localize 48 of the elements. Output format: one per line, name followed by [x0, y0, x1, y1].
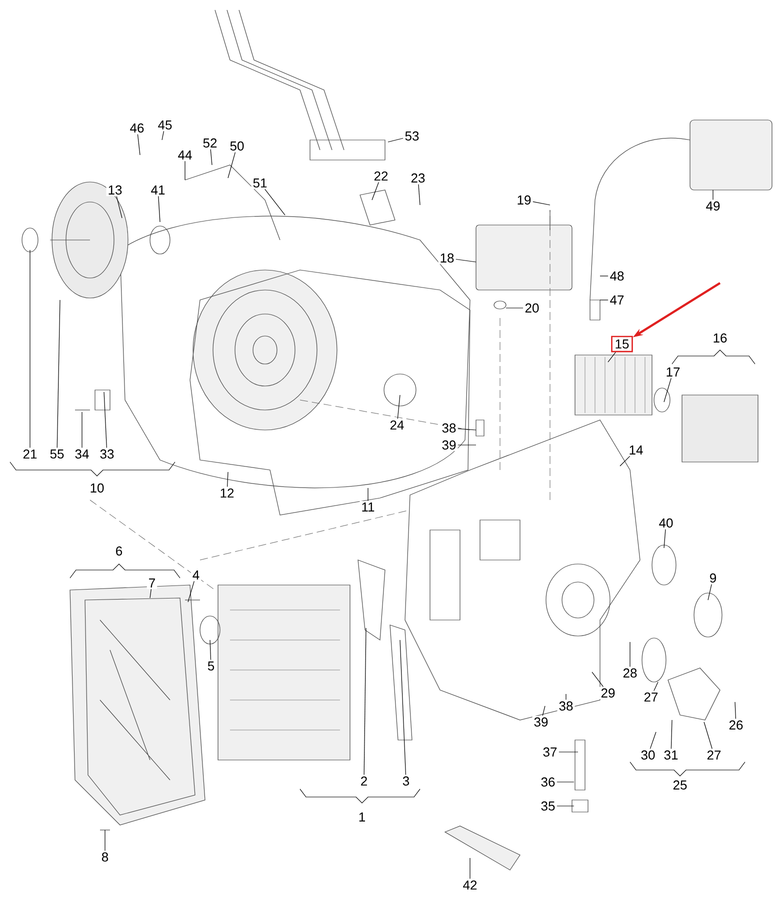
leader-line	[56, 300, 60, 448]
leader-line	[620, 456, 630, 466]
leader-line	[104, 830, 106, 851]
leader-line	[150, 588, 152, 598]
leader-line	[712, 190, 714, 200]
leader-line	[592, 672, 604, 687]
leader-line	[210, 640, 212, 660]
leader-line	[650, 732, 656, 749]
callout-number: 14	[627, 444, 645, 456]
leader-line	[400, 640, 406, 775]
leader-line	[664, 378, 672, 402]
leader-line	[228, 152, 236, 178]
leader-line	[670, 720, 672, 749]
callout-number: 1	[356, 811, 368, 823]
callout-number: 15	[611, 336, 633, 352]
leader-line	[388, 138, 404, 142]
leader-line	[137, 134, 140, 156]
leader-line	[104, 392, 107, 448]
callout-number: 41	[149, 184, 167, 196]
leader-line	[542, 706, 546, 716]
leader-line	[418, 184, 420, 206]
leader-line	[397, 394, 400, 420]
callout-number: 44	[176, 149, 194, 161]
leader-line	[532, 201, 550, 206]
leader-line	[456, 258, 476, 262]
leader-line	[654, 682, 658, 692]
callout-number: 17	[664, 366, 682, 378]
leader-line	[608, 352, 616, 362]
leader-line	[162, 130, 164, 140]
leader-line	[364, 628, 366, 776]
leader-line	[210, 149, 212, 166]
leader-line	[116, 196, 122, 218]
leader-line	[264, 188, 286, 216]
leader-line	[734, 702, 736, 719]
leader-line	[704, 722, 712, 750]
leader-line	[458, 444, 476, 446]
leader-line	[708, 584, 712, 600]
callout-number: 7	[146, 577, 158, 589]
callout-number: 11	[360, 501, 376, 513]
leader-line	[372, 182, 379, 200]
leader-line	[227, 472, 228, 488]
leader-line	[158, 196, 160, 222]
leader-line	[664, 529, 666, 548]
leader-line	[184, 160, 186, 180]
callout-number: 4	[190, 569, 202, 581]
callout-number: 47	[608, 294, 626, 306]
leader-line	[458, 428, 476, 430]
leader-line	[188, 580, 194, 602]
